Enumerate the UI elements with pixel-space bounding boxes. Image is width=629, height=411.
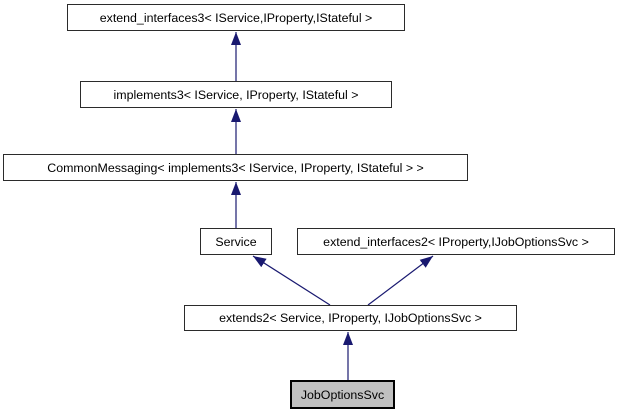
inheritance-arrow-extends2-to-service xyxy=(252,255,331,306)
node-commonmessaging[interactable]: CommonMessaging< implements3< IService, … xyxy=(3,154,468,181)
node-extends2[interactable]: extends2< Service, IProperty, IJobOption… xyxy=(184,305,517,331)
node-extend_interfaces3[interactable]: extend_interfaces3< IService,IProperty,I… xyxy=(67,4,405,31)
node-extend_interfaces2[interactable]: extend_interfaces2< IProperty,IJobOption… xyxy=(297,228,615,255)
inheritance-arrow-extends2-to-extend_interfaces2 xyxy=(367,255,434,306)
node-implements3[interactable]: implements3< IService, IProperty, IState… xyxy=(80,81,392,108)
node-service[interactable]: Service xyxy=(200,228,272,255)
node-joboptionssvc-current: JobOptionsSvc xyxy=(290,380,395,409)
